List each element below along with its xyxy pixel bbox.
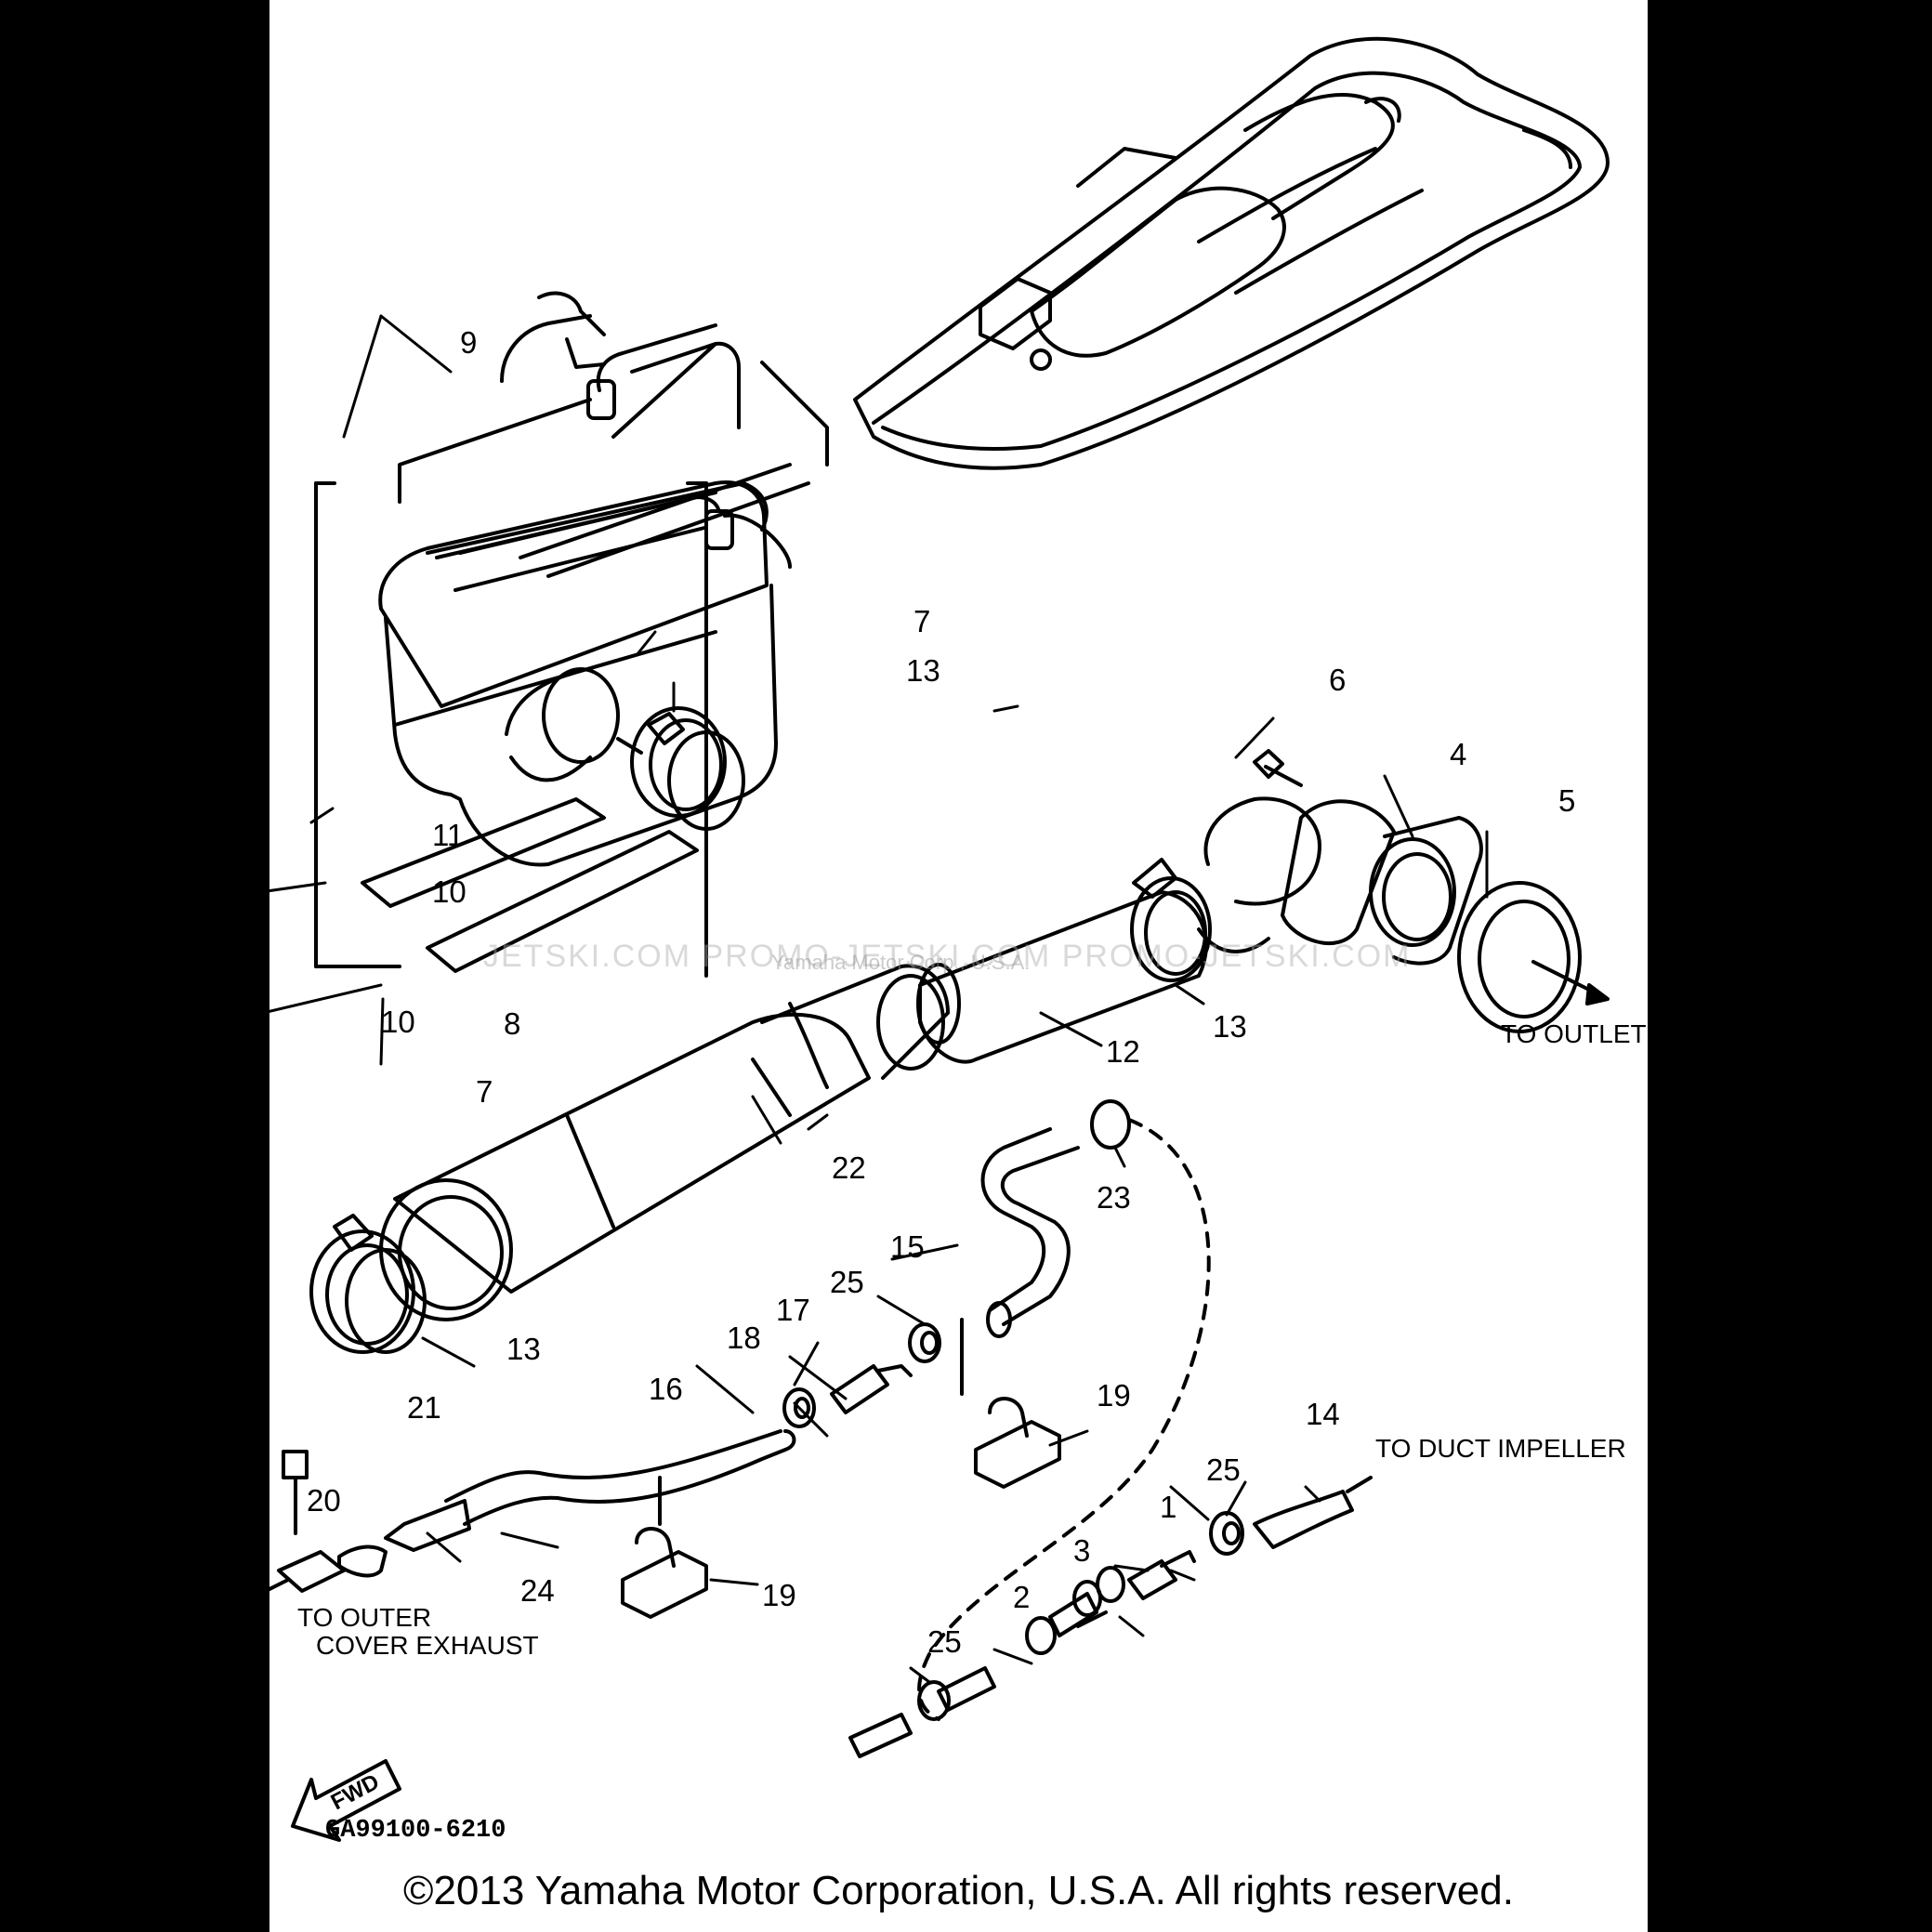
outlet-elbow xyxy=(1197,749,1610,1033)
callout-9: 9 xyxy=(460,325,478,360)
foam-pads xyxy=(361,797,699,973)
note-to-outer-cover-exhaust-line1: TO OUTER xyxy=(297,1603,432,1632)
cooling-fittings xyxy=(848,1476,1373,1758)
callout-19: 19 xyxy=(1097,1378,1131,1413)
bypass-hose xyxy=(917,1099,1211,1721)
watermark-sub: Yamaha Motor Corp., U.S.A. xyxy=(771,951,1031,974)
callout-17: 17 xyxy=(776,1293,810,1327)
callout-4: 4 xyxy=(1450,737,1467,771)
note-to-duct-impeller: TO DUCT IMPELLER xyxy=(1375,1434,1626,1463)
callout-15: 15 xyxy=(890,1229,925,1264)
note-to-outer-cover-exhaust-line2: COVER EXHAUST xyxy=(316,1631,539,1660)
callout-13: 13 xyxy=(506,1332,541,1366)
callout-22: 22 xyxy=(832,1150,866,1185)
forward-arrow-icon xyxy=(291,1759,401,1842)
drain-hose xyxy=(269,1429,796,1593)
exploded-parts-drawing xyxy=(269,36,1610,1842)
callout-21: 21 xyxy=(407,1390,441,1425)
box-outlet xyxy=(314,481,708,978)
callout-10: 10 xyxy=(432,874,467,909)
callout-8: 8 xyxy=(504,1006,521,1041)
callout-24: 24 xyxy=(520,1573,555,1608)
callout-11: 11 xyxy=(432,818,465,852)
callout-10: 10 xyxy=(381,1005,415,1039)
note-to-outlet: TO OUTLET xyxy=(1501,1019,1647,1048)
callout-13: 13 xyxy=(1213,1009,1247,1044)
drawing-code: GA99100-6210 xyxy=(325,1817,506,1845)
callout-12: 12 xyxy=(1106,1034,1140,1069)
watermark: JETSKI.COM PROMO-JETSKI.COM PROMO-JETSKI… xyxy=(483,939,1412,974)
hose-brackets xyxy=(621,1397,1061,1619)
callout-13: 13 xyxy=(906,653,940,688)
callout-25: 25 xyxy=(1206,1452,1241,1487)
callout-20: 20 xyxy=(307,1483,341,1518)
callout-1: 1 xyxy=(1160,1490,1177,1524)
callout-25: 25 xyxy=(927,1624,962,1659)
fittings xyxy=(782,1322,941,1428)
callout-3: 3 xyxy=(1073,1533,1091,1568)
hose-clamp xyxy=(630,706,745,831)
watercraft-hull xyxy=(853,36,1610,470)
callout-7: 7 xyxy=(913,604,931,638)
leader-lines xyxy=(269,314,1489,1684)
callout-14: 14 xyxy=(1306,1397,1340,1431)
water-box xyxy=(378,291,829,867)
callout-16: 16 xyxy=(649,1372,683,1406)
callout-7: 7 xyxy=(476,1074,493,1109)
callout-18: 18 xyxy=(727,1321,761,1355)
callout-6: 6 xyxy=(1329,663,1347,697)
callout-19: 19 xyxy=(762,1578,796,1612)
diagram-sheet: JETSKI.COM PROMO-JETSKI.COM PROMO-JETSKI… xyxy=(269,0,1648,1932)
callout-2: 2 xyxy=(1013,1580,1031,1614)
callout-23: 23 xyxy=(1097,1180,1131,1215)
callout-5: 5 xyxy=(1558,783,1576,818)
hose-clamp-lower xyxy=(309,1214,427,1354)
copyright-notice: ©2013 Yamaha Motor Corporation, U.S.A. A… xyxy=(403,1868,1514,1913)
callout-25: 25 xyxy=(830,1265,864,1299)
